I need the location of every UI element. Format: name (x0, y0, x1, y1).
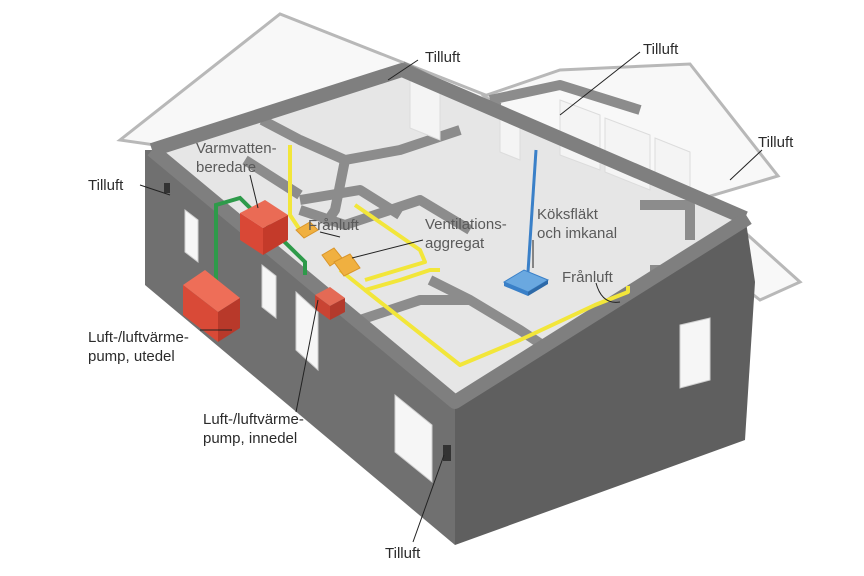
label-heat-pump-outdoor: Luft-/luftvärme- pump, utedel (88, 329, 189, 365)
ventilation-unit (295, 221, 361, 277)
water-heater (240, 200, 288, 255)
label-franluft-left: Frånluft (308, 217, 359, 234)
heat-pump-indoor (315, 287, 345, 320)
kitchen-hood (502, 149, 550, 296)
window-right-wall (679, 317, 711, 389)
label-tilluft-roof-mid: Tilluft (643, 41, 679, 58)
label-heat-pump-indoor: Luft-/luftvärme- pump, innedel (203, 411, 304, 447)
exhaust-ducts (288, 145, 630, 367)
label-tilluft-roof-left: Tilluft (425, 49, 461, 66)
windows-left-wall (184, 208, 433, 484)
label-tilluft-bottom: Tilluft (385, 545, 421, 562)
vent-wall-left (164, 183, 170, 193)
leader-lines (139, 51, 763, 543)
wall-front-right (455, 215, 755, 545)
heat-pump-pipes (214, 195, 307, 290)
label-kitchen-hood: Köksfläkt och imkanal (537, 206, 618, 242)
label-water-heater: Varmvatten- beredare (196, 140, 277, 176)
label-tilluft-roof-right: Tilluft (758, 134, 794, 151)
label-franluft-right: Frånluft (562, 269, 613, 286)
label-tilluft-wall-left: Tilluft (88, 177, 124, 194)
house-floor (160, 66, 745, 400)
vent-wall-bottom (443, 445, 451, 461)
label-ventilation-unit: Ventilations- aggregat (425, 216, 507, 252)
heat-pump-outdoor (183, 270, 240, 342)
